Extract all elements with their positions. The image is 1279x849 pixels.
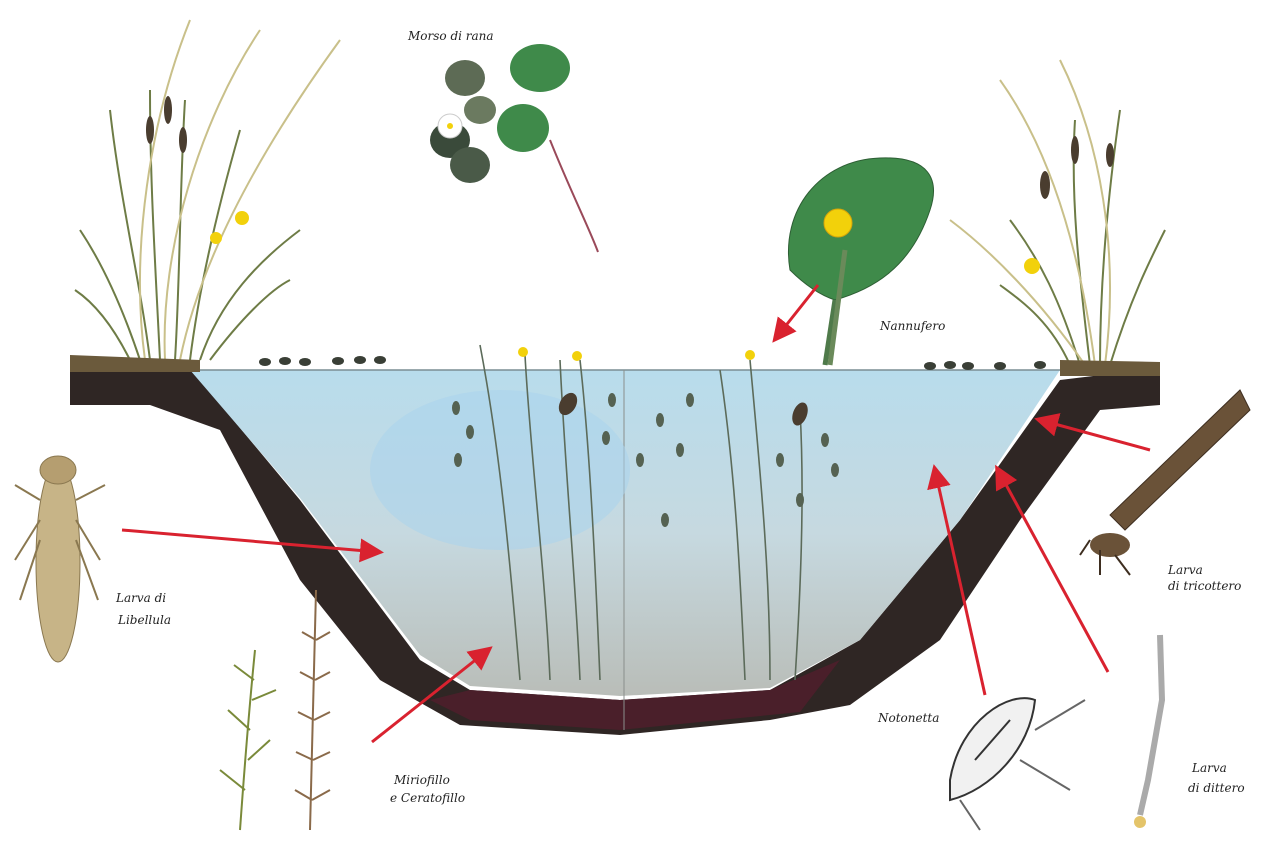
milfoil-illustration <box>220 650 276 830</box>
label-miriofillo-line1: Miriofillo <box>394 772 450 788</box>
label-morso-di-rana: Morso di rana <box>408 28 494 44</box>
right-cattails <box>1040 136 1114 199</box>
dragonfly-larva-illustration <box>15 456 105 662</box>
hornwort-illustration <box>295 590 330 830</box>
left-reed-cluster <box>75 20 340 360</box>
label-nannufero: Nannufero <box>880 318 945 334</box>
frogbit-illustration <box>430 44 598 252</box>
arrow-nannufero <box>776 285 818 338</box>
label-notonetta: Notonetta <box>878 710 939 726</box>
label-dittero-line2: di dittero <box>1188 780 1245 796</box>
dipteran-larva-illustration <box>1134 635 1162 828</box>
left-iris-flowers <box>210 211 249 244</box>
label-miriofillo-line2: e Ceratofillo <box>390 790 465 806</box>
right-iris-flower <box>1024 258 1040 274</box>
pond-basin <box>70 368 1160 735</box>
left-cattails <box>146 96 187 153</box>
label-libellula-line1: Larva di <box>116 590 166 606</box>
right-reed-cluster <box>950 60 1165 365</box>
surface-flowers <box>518 347 755 361</box>
label-tricottero-line2: di tricottero <box>1168 578 1241 594</box>
label-tricottero-line1: Larva <box>1168 562 1203 578</box>
label-libellula-line2: Libellula <box>118 612 171 628</box>
caddisfly-larva-illustration <box>1080 390 1250 575</box>
backswimmer-illustration <box>950 698 1085 830</box>
label-dittero-line1: Larva <box>1192 760 1227 776</box>
arrow-dittero <box>998 470 1108 672</box>
right-bank <box>1060 360 1160 376</box>
floating-leaves <box>259 356 1046 370</box>
